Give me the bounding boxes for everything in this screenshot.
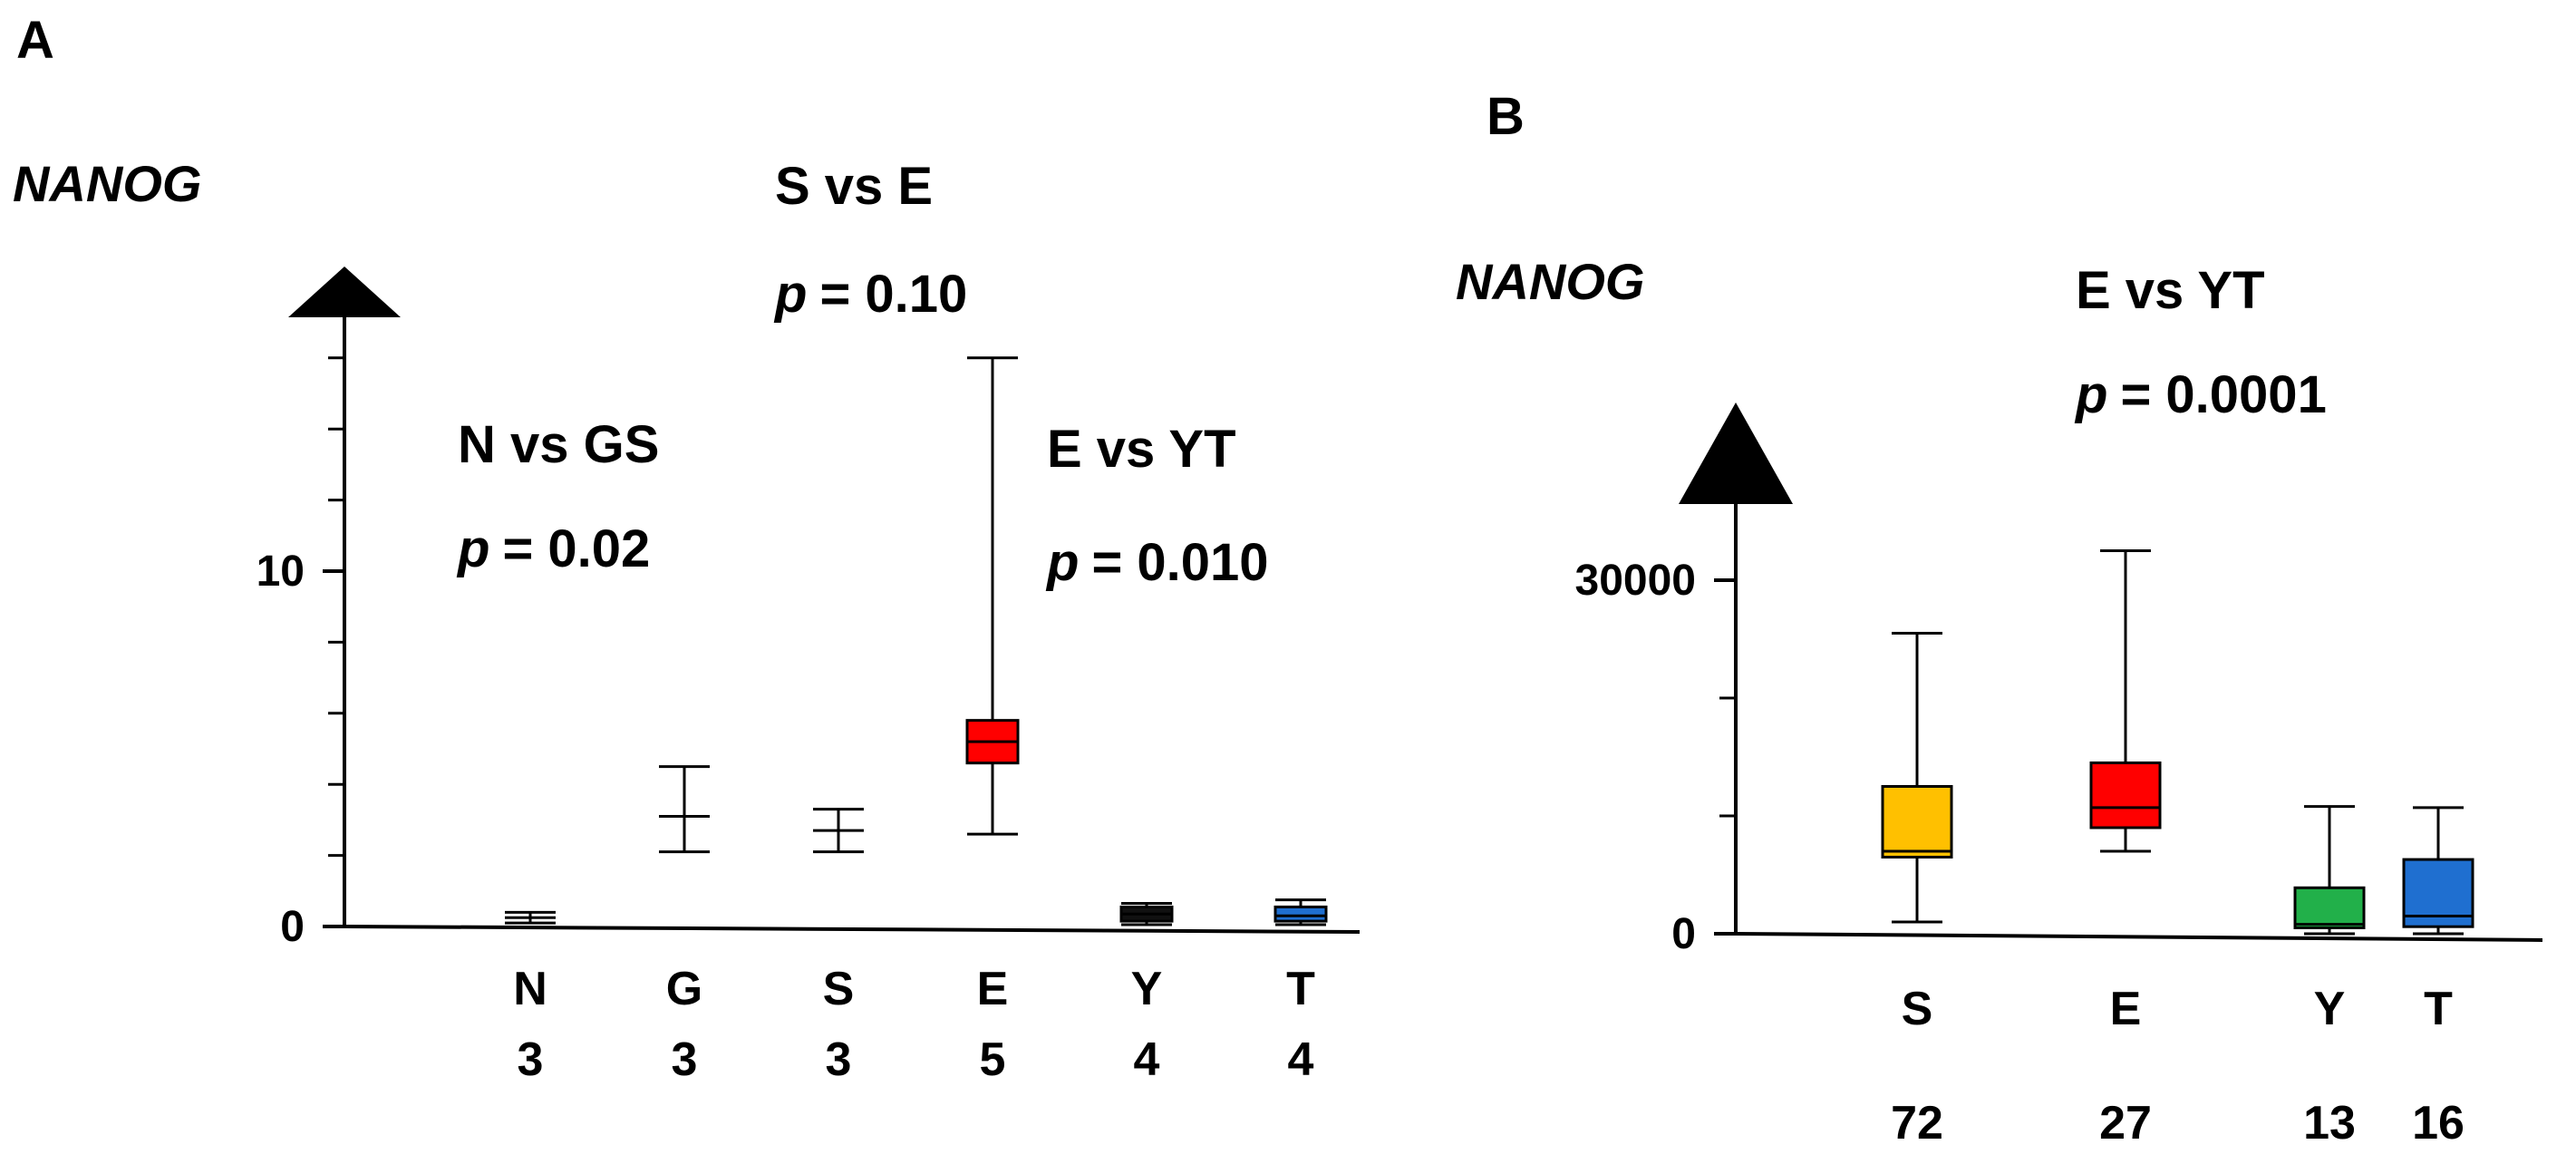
x-count-label: 5 xyxy=(980,1033,1006,1086)
panel-b-box-E xyxy=(2089,549,2162,853)
x-category-label: E xyxy=(977,963,1009,1015)
p-label: p xyxy=(1045,533,1079,592)
panel-a-annotation-1-comparison: N vs GS xyxy=(458,415,659,474)
p-value: = 0.02 xyxy=(502,519,650,578)
panel-b-minor-ticks xyxy=(1719,578,1736,818)
p-value: = 0.0001 xyxy=(2120,365,2326,424)
panel-b: B NANOG 0 30000 S 72 E 27 Y 13 T 16 E vs YT p= 0… xyxy=(1456,87,2543,1149)
y-tick-label: 30000 xyxy=(1575,557,1696,605)
x-count-label: 27 xyxy=(2099,1097,2152,1149)
y-tick-label: 10 xyxy=(257,548,305,596)
y-tick-label: 0 xyxy=(280,903,305,951)
panel-a-box-E xyxy=(965,356,1020,836)
x-count-label: 3 xyxy=(672,1033,698,1086)
x-category-label: Y xyxy=(1131,963,1163,1015)
panel-a-annotation-2-pvalue: p= 0.10 xyxy=(773,265,967,324)
panel-a-boxes xyxy=(505,356,1328,926)
x-category-label: S xyxy=(823,963,855,1015)
panel-a-box-N xyxy=(505,910,556,925)
panel-b-box-T xyxy=(2402,806,2474,936)
panel-a-letter: A xyxy=(16,11,54,70)
panel-a-box-Y xyxy=(1119,902,1174,926)
panel-a-box-T xyxy=(1273,898,1328,926)
panel-b-annotation-1-pvalue: p= 0.0001 xyxy=(2074,365,2327,424)
x-category-label: E xyxy=(2110,983,2142,1035)
panel-a-x-axis xyxy=(344,925,1361,934)
panel-b-box-S xyxy=(1881,632,1953,924)
p-label: p xyxy=(2074,365,2107,424)
p-label: p xyxy=(773,265,807,324)
x-count-label: 3 xyxy=(826,1033,852,1086)
panel-b-x-axis xyxy=(1735,932,2543,942)
panel-b-box-Y xyxy=(2293,805,2366,936)
panel-a-annotation-2-comparison: S vs E xyxy=(775,157,933,216)
y-tick-label: 0 xyxy=(1671,910,1696,958)
x-count-label: 4 xyxy=(1288,1033,1314,1086)
x-count-label: 72 xyxy=(1891,1097,1943,1149)
box-iqr xyxy=(2293,886,2366,929)
panel-b-categories: S 72 E 27 Y 13 T 16 xyxy=(1891,983,2465,1149)
panel-b-boxes xyxy=(1881,549,2474,936)
x-count-label: 4 xyxy=(1134,1033,1160,1086)
panel-a-categories: N 3 G 3 S 3 E 5 Y 4 T 4 xyxy=(513,963,1315,1086)
box-iqr xyxy=(2089,761,2162,829)
p-value: = 0.10 xyxy=(819,265,967,324)
box-iqr xyxy=(1881,785,1953,858)
x-category-label: T xyxy=(2424,983,2453,1035)
x-count-label: 16 xyxy=(2412,1097,2465,1149)
panel-a-minor-ticks xyxy=(328,356,344,858)
panel-a-annotation-3-comparison: E vs YT xyxy=(1047,420,1236,479)
x-count-label: 13 xyxy=(2303,1097,2356,1149)
panel-a-major-ticks: 0 10 xyxy=(257,548,344,951)
panel-a-box-S xyxy=(813,808,864,854)
panel-a-y-axis-label: NANOG xyxy=(13,155,201,212)
panel-a-box-G xyxy=(659,765,710,854)
panel-b-axis-arrowhead xyxy=(1679,403,1793,504)
x-category-label: G xyxy=(666,963,702,1015)
x-category-label: T xyxy=(1286,963,1315,1015)
panel-a-annotation-3-pvalue: p= 0.010 xyxy=(1045,533,1269,592)
box-iqr xyxy=(1273,905,1328,923)
x-category-label: N xyxy=(513,963,547,1015)
panel-b-major-ticks: 0 30000 xyxy=(1575,557,1736,958)
panel-a-axis-arrowhead xyxy=(288,267,401,317)
panel-a-annotation-1-pvalue: p= 0.02 xyxy=(456,519,650,578)
panel-b-annotation-1-comparison: E vs YT xyxy=(2076,261,2265,320)
x-category-label: S xyxy=(1902,983,1933,1035)
p-value: = 0.010 xyxy=(1091,533,1268,592)
x-count-label: 3 xyxy=(518,1033,544,1086)
panel-b-letter: B xyxy=(1487,87,1525,146)
panel-b-y-axis-label: NANOG xyxy=(1456,253,1644,310)
p-label: p xyxy=(456,519,489,578)
x-category-label: Y xyxy=(2314,983,2346,1035)
